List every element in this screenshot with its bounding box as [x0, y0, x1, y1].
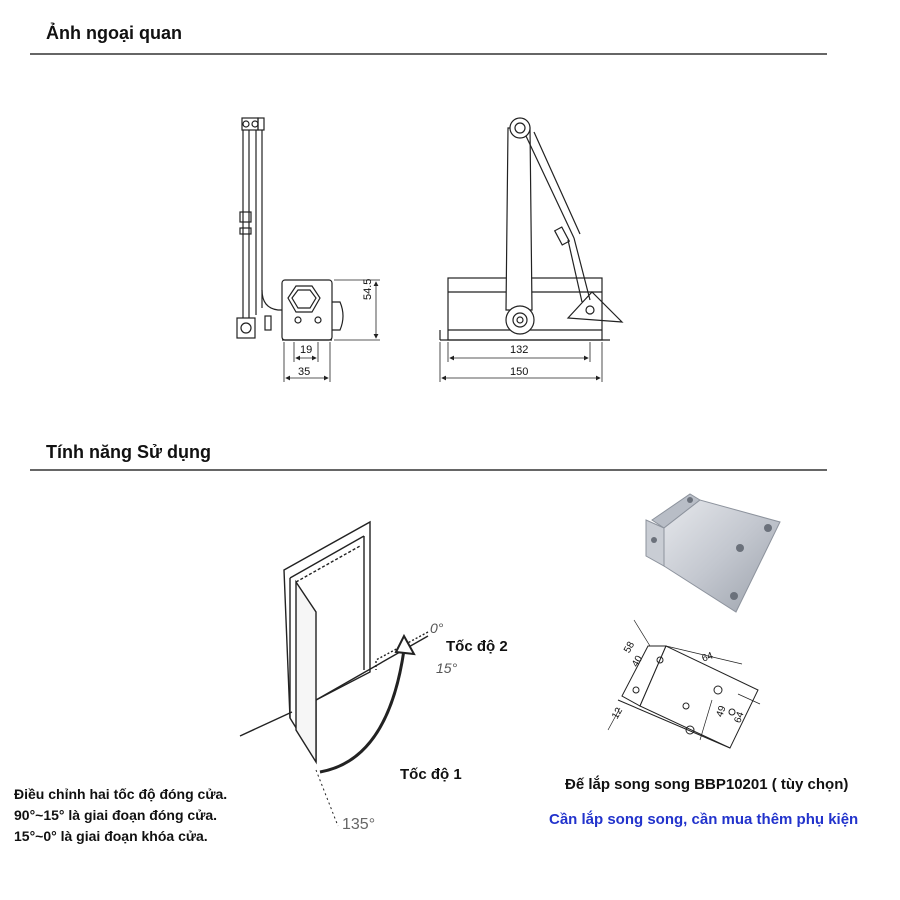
- section-divider: [30, 53, 827, 55]
- section-title-usage: Tính năng Sử dụng: [46, 442, 212, 462]
- description-line: 15°~0° là giai đoạn khóa cửa.: [14, 828, 208, 844]
- accessory-note: Cần lắp song song, cần mua thêm phụ kiện: [549, 811, 859, 828]
- dim-label-35: 35: [298, 366, 311, 378]
- door-diagram: [239, 520, 429, 827]
- angle-135-label: 135°: [342, 816, 376, 833]
- dim-label-19: 19: [300, 344, 313, 356]
- section-title-appearance: Ảnh ngoại quan: [46, 23, 182, 43]
- dim-label-54-5: 54.5: [362, 278, 374, 300]
- front-view-drawing: [439, 117, 624, 382]
- description-line: 90°~15° là giai đoạn đóng cửa.: [14, 807, 218, 823]
- section-divider: [30, 469, 827, 471]
- bracket-dimension-drawing: [607, 619, 761, 749]
- description-line: Điều chỉnh hai tốc độ đóng cửa.: [14, 786, 228, 802]
- dim-label-150: 150: [510, 366, 529, 378]
- bracket-image: [645, 493, 781, 613]
- side-view-drawing: [236, 117, 380, 382]
- bracket-caption: Đế lắp song song BBP10201 ( tùy chọn): [565, 776, 849, 793]
- speed-1-label: Tốc độ 1: [400, 766, 462, 783]
- angle-15-label: 15°: [436, 660, 458, 676]
- dim-label-132: 132: [510, 344, 529, 356]
- speed-2-label: Tốc độ 2: [446, 638, 508, 655]
- speed-description: Điều chỉnh hai tốc độ đóng cửa. 90°~15° …: [14, 784, 227, 847]
- angle-0-label: 0°: [430, 620, 444, 636]
